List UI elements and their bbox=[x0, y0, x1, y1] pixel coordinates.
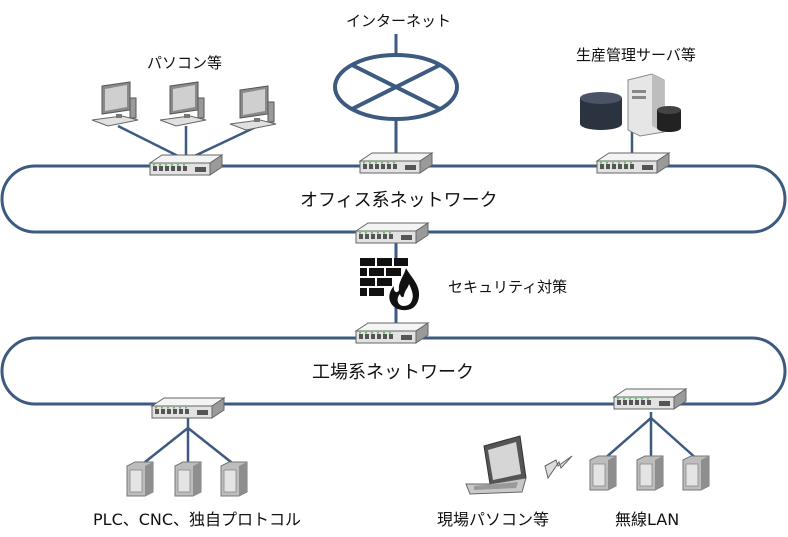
servers-label: 生産管理サーバ等 bbox=[576, 46, 696, 64]
plc-panel-icon bbox=[589, 455, 617, 491]
internet-globe-icon bbox=[333, 34, 459, 154]
wireless-label: 無線LAN bbox=[615, 510, 680, 529]
switch-icon bbox=[355, 222, 429, 244]
plc-panel-icon bbox=[174, 461, 202, 497]
lightning-icon bbox=[544, 455, 573, 480]
laptop-icon bbox=[465, 435, 527, 495]
database-icon bbox=[580, 92, 622, 130]
fire-icon bbox=[389, 268, 420, 311]
plc-panel-icon bbox=[636, 455, 664, 491]
desktop-pc-icon bbox=[229, 85, 277, 131]
office-network-label: オフィス系ネットワーク bbox=[300, 190, 498, 211]
plc-panel-icon bbox=[682, 455, 710, 491]
wireless-links bbox=[602, 412, 699, 461]
plc-label: PLC、CNC、独自プロトコル bbox=[93, 510, 302, 529]
switch-icon bbox=[613, 388, 687, 410]
internet-label: インターネット bbox=[346, 12, 452, 30]
pc-links bbox=[117, 124, 259, 162]
switch-icon bbox=[151, 397, 225, 419]
database-icon bbox=[657, 106, 681, 132]
desktop-pc-icon bbox=[91, 81, 139, 127]
switch-icon bbox=[149, 154, 223, 176]
switch-icon bbox=[359, 152, 433, 174]
desktop-pc-icon bbox=[159, 81, 207, 127]
switch-icon bbox=[355, 322, 429, 344]
plc-panel-icon bbox=[126, 461, 154, 497]
firewall-icon bbox=[360, 258, 408, 302]
factory-network-label: 工場系ネットワーク bbox=[312, 362, 474, 383]
plc-panel-icon bbox=[220, 461, 248, 497]
switch-icon bbox=[596, 152, 670, 174]
server-icon bbox=[627, 73, 665, 137]
security-label: セキュリティ対策 bbox=[448, 278, 568, 296]
field-pc-label: 現場パソコン等 bbox=[437, 510, 550, 529]
pcs-label: パソコン等 bbox=[147, 54, 223, 72]
plc-links bbox=[139, 418, 237, 467]
